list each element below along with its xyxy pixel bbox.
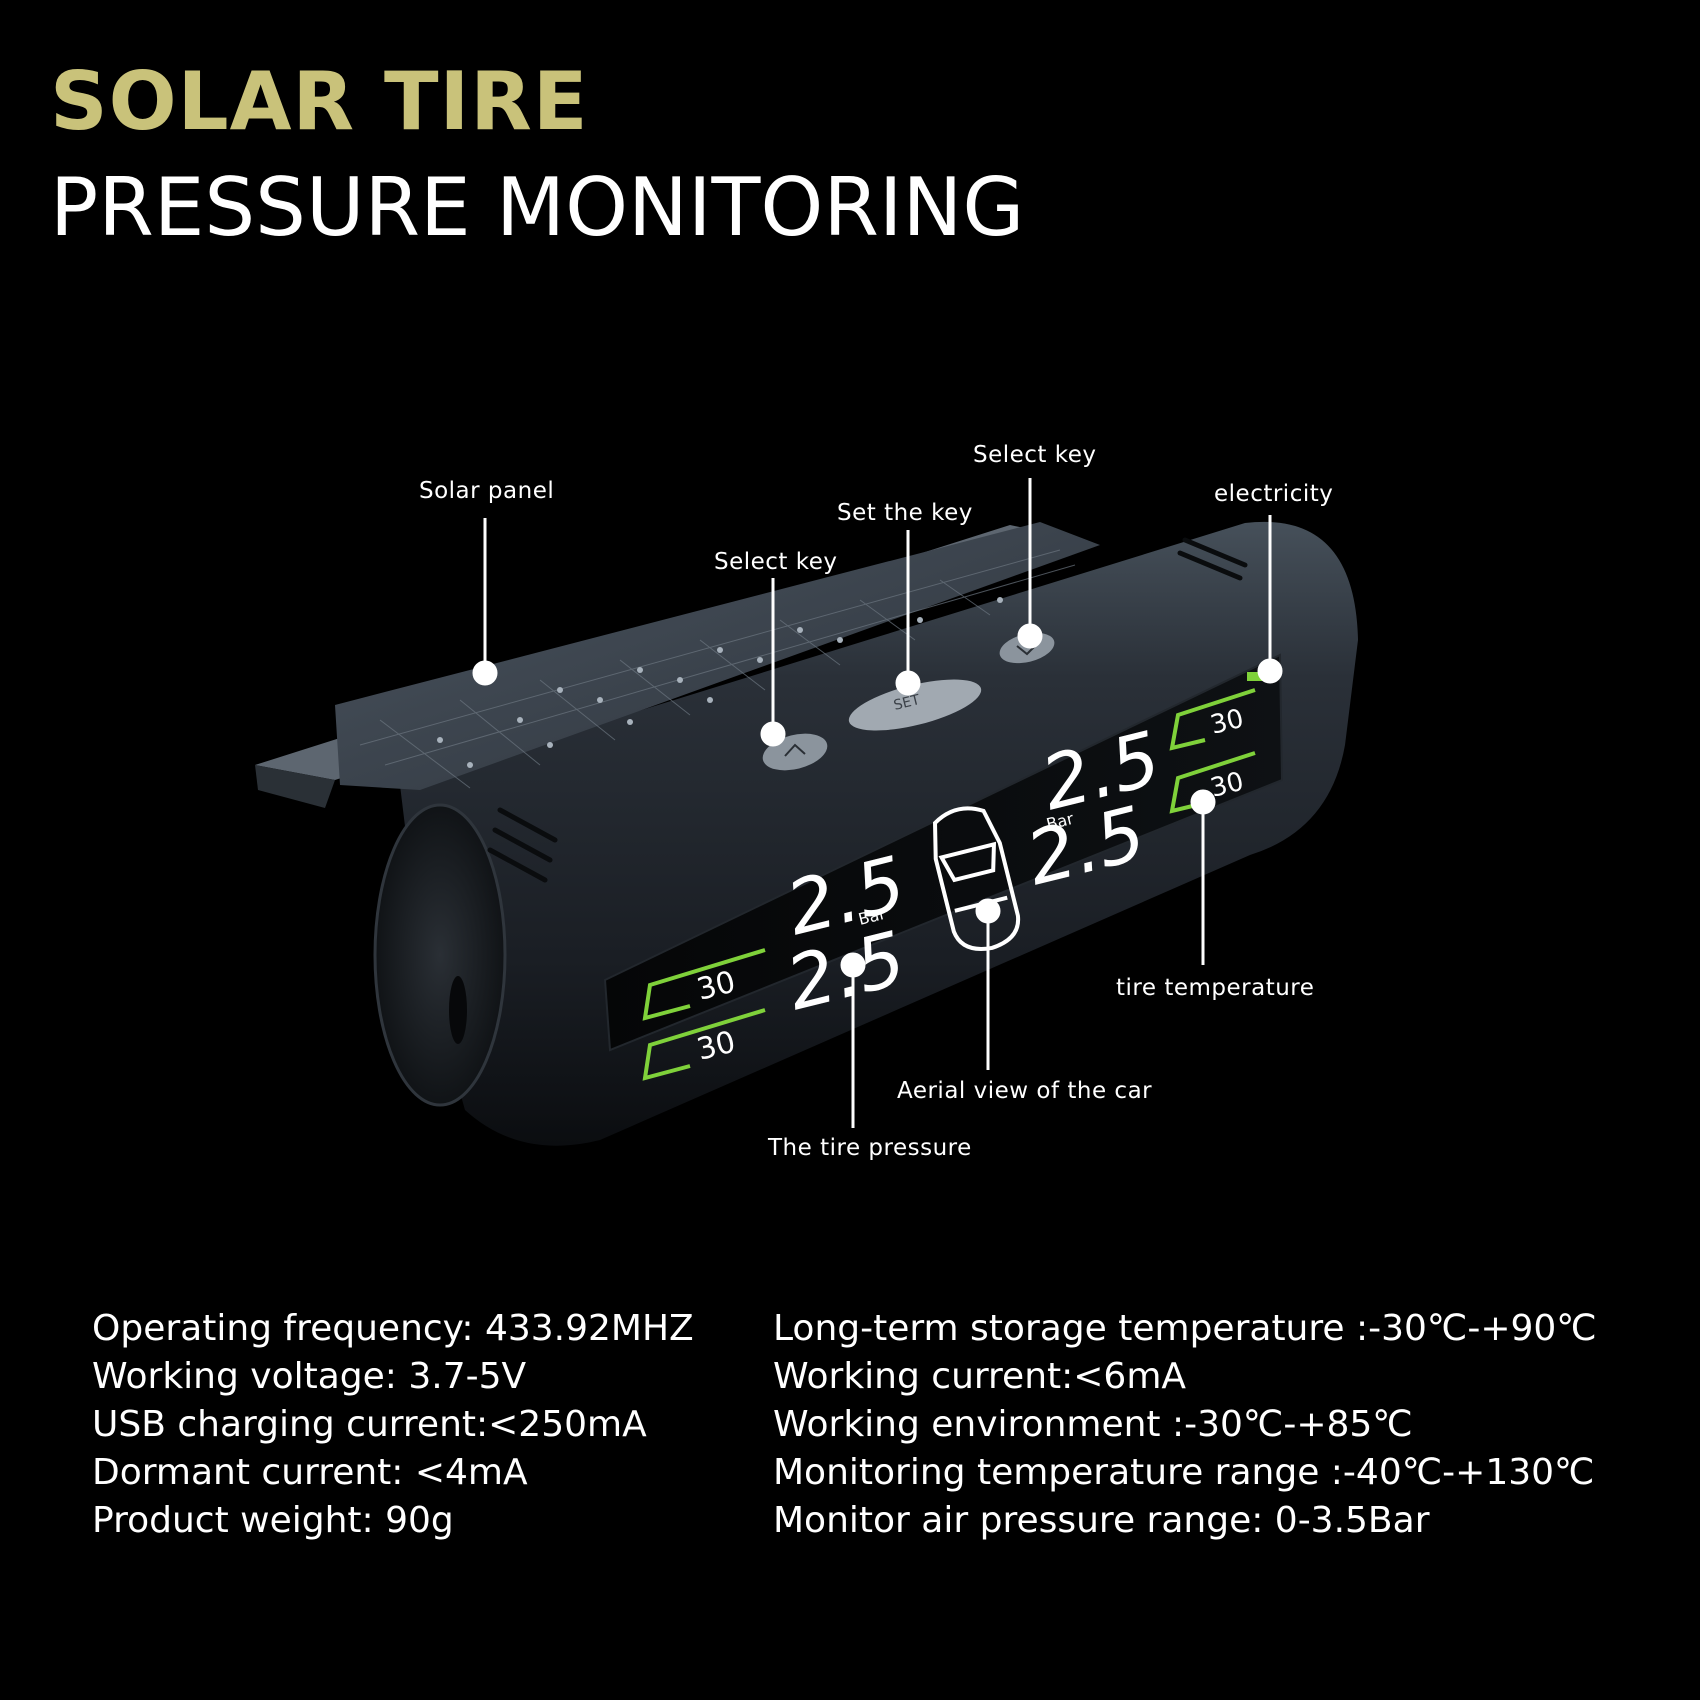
set-key[interactable]: SET [844, 669, 986, 741]
svg-text:SET: SET [892, 692, 922, 714]
callout-aerial-view: Aerial view of the car [897, 1078, 1153, 1104]
specs-right-column: Long-term storage temperature :-30℃-+90℃… [773, 1305, 1597, 1545]
specs-left-column: Operating frequency: 433.92MHZ Working v… [92, 1305, 694, 1545]
callout-tire-temperature: tire temperature [1116, 975, 1315, 1001]
spec-operating-frequency: Operating frequency: 433.92MHZ [92, 1308, 694, 1349]
callout-select-key-right: Select key [973, 442, 1097, 468]
spec-working-voltage: Working voltage: 3.7-5V [92, 1356, 527, 1397]
spec-storage-temperature: Long-term storage temperature :-30℃-+90℃ [773, 1308, 1597, 1349]
title-line-2: PRESSURE MONITORING [50, 161, 1025, 254]
lcd-screen [603, 653, 1284, 1052]
title-line-1: SOLAR TIRE [50, 55, 589, 148]
spec-dormant-current: Dormant current: <4mA [92, 1452, 528, 1493]
callout-tire-pressure: The tire pressure [768, 1135, 972, 1161]
spec-usb-charging-current: USB charging current:<250mA [92, 1404, 647, 1445]
vent-slots [487, 537, 1248, 883]
temperature-indicators [642, 672, 1265, 1081]
callout-set-key: Set the key [837, 500, 973, 526]
callout-leaders [472, 478, 1283, 1128]
spec-working-environment: Working environment :-30℃-+85℃ [773, 1404, 1413, 1445]
spec-product-weight: Product weight: 90g [92, 1500, 454, 1541]
spec-working-current: Working current:<6mA [773, 1356, 1187, 1397]
spec-monitoring-temperature-range: Monitoring temperature range :-40℃-+130℃ [773, 1452, 1595, 1493]
callout-electricity: electricity [1214, 481, 1334, 507]
spec-air-pressure-range: Monitor air pressure range: 0-3.5Bar [773, 1500, 1430, 1541]
callout-select-key-left: Select key [714, 549, 838, 575]
battery-icon [1247, 672, 1265, 681]
callout-solar-panel: Solar panel [419, 478, 555, 504]
